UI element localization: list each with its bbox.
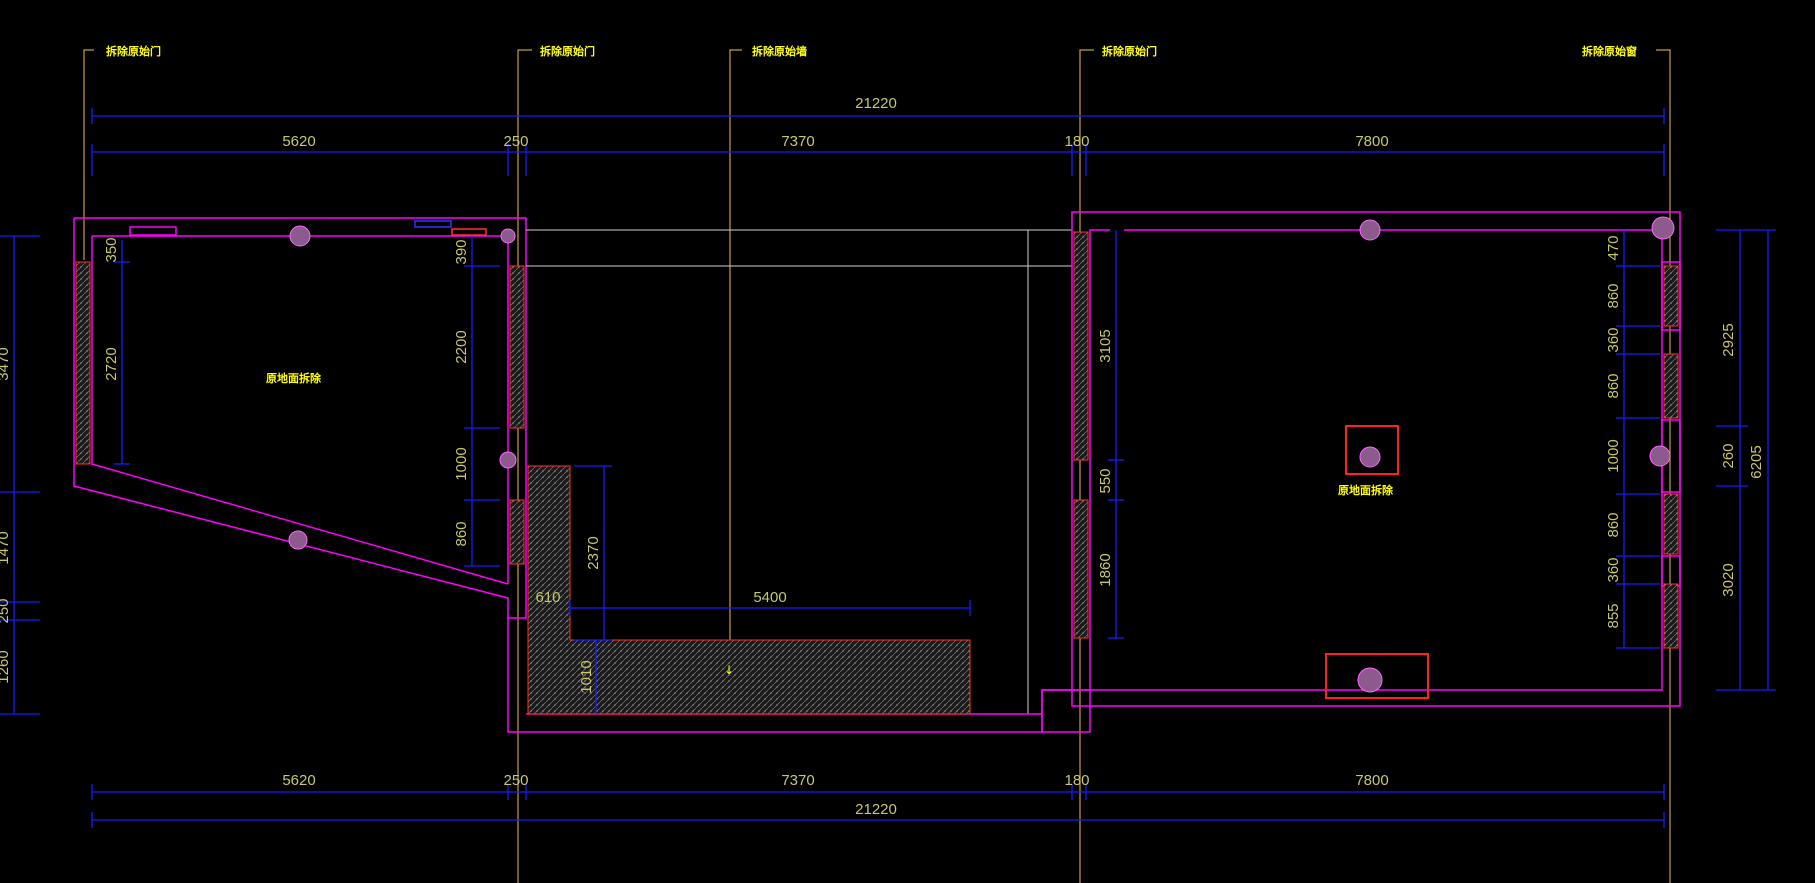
top-dimension-chain: 5620 250 7370 180 7800: [91, 133, 1665, 176]
highlight-box: [1345, 425, 1399, 475]
left-room-door-swing-3: [509, 499, 525, 565]
right-edge-dimensions: 2925 260 3020 6205: [1716, 229, 1776, 691]
dim-counter-corner: 610: [535, 589, 560, 606]
grid-label-1: 拆除原始门: [106, 44, 161, 58]
right-room-label: 原地面拆除: [1338, 483, 1394, 497]
dim-left-1: 3470: [0, 347, 12, 380]
bottom-dimension-chain: 5620 250 7370 180 7800: [91, 772, 1665, 800]
left-room-label: 原地面拆除: [266, 371, 322, 385]
right-room-door-swing-1: [1073, 231, 1089, 461]
bottom-dimension-total: 21220: [91, 801, 1665, 828]
highlight-box: [1325, 653, 1429, 699]
right-room-left-dimensions: 3105 550 1860: [1097, 230, 1124, 639]
dim-top-5: 7800: [1355, 133, 1388, 150]
dim-mid-2: 2200: [453, 330, 470, 363]
counter-dimensions: 2370 610 5400 1010: [535, 465, 971, 714]
dim-left-3: 250: [0, 598, 12, 623]
grid-label-2: 拆除原始门: [540, 44, 595, 58]
dim-right-right-5: 1000: [1605, 439, 1622, 472]
column-marker: [1359, 219, 1381, 241]
dim-left-room-1: 350: [103, 237, 120, 262]
dim-left-4: 1260: [0, 650, 12, 683]
dim-right-right-2: 860: [1605, 283, 1622, 308]
window-swing-3: [1663, 493, 1679, 555]
dim-mid-1: 390: [453, 239, 470, 264]
dim-right-right-4: 860: [1605, 373, 1622, 398]
left-room-door-swing-1: [75, 261, 91, 465]
column-marker: [289, 225, 311, 247]
left-edge-dimensions: 3470 1470 250 1260: [0, 235, 40, 715]
column-marker: [1651, 216, 1675, 240]
dim-right-left-1: 3105: [1097, 329, 1114, 362]
dim-right-right-6: 860: [1605, 512, 1622, 537]
dim-bottom-total: 21220: [855, 801, 897, 818]
dim-right-right-3: 360: [1605, 327, 1622, 352]
dim-left-2: 1470: [0, 531, 12, 564]
dim-bottom-2: 250: [503, 772, 528, 789]
counter-demolition-area: [527, 465, 971, 715]
right-room-right-dimensions: 470 860 360 860 1000 860 360 855: [1605, 230, 1660, 649]
section-marker-icon: ↓: [724, 663, 734, 677]
axis-lines: [83, 49, 1671, 883]
dim-mid-3: 1000: [453, 447, 470, 480]
dim-bottom-3: 7370: [781, 772, 814, 789]
dim-mid-4: 860: [453, 521, 470, 546]
column-marker: [499, 451, 517, 469]
dim-bottom-4: 180: [1064, 772, 1089, 789]
grid-label-4: 拆除原始门: [1102, 44, 1157, 58]
dim-bottom-1: 5620: [282, 772, 315, 789]
window-swing-2: [1663, 353, 1679, 419]
dim-counter-height: 2370: [585, 536, 602, 569]
dim-right-left-3: 1860: [1097, 553, 1114, 586]
top-dimension-total: 21220: [91, 95, 1665, 124]
grid-label-5: 拆除原始窗: [1582, 44, 1637, 58]
column-marker: [500, 228, 516, 244]
dim-bottom-5: 7800: [1355, 772, 1388, 789]
dim-left-room-2: 2720: [103, 347, 120, 380]
mid-wall-dimensions: 390 2200 1000 860: [453, 236, 500, 567]
dim-counter-depth: 1010: [578, 660, 595, 693]
right-room-door-swing-2: [1073, 499, 1089, 639]
dim-top-4: 180: [1064, 133, 1089, 150]
dim-right-edge-2: 260: [1720, 443, 1737, 468]
window-swing-1: [1663, 265, 1679, 327]
dim-top-3: 7370: [781, 133, 814, 150]
dim-right-edge-total: 6205: [1748, 445, 1765, 478]
dim-right-right-7: 360: [1605, 557, 1622, 582]
dim-right-edge-3: 3020: [1720, 563, 1737, 596]
dim-right-right-1: 470: [1605, 235, 1622, 260]
axis-annotations: 拆除原始门 拆除原始门 拆除原始墙 拆除原始门 拆除原始窗: [106, 44, 1637, 58]
grid-label-3: 拆除原始墙: [752, 44, 807, 58]
left-room-door-swing-2: [509, 265, 525, 429]
dim-top-1: 5620: [282, 133, 315, 150]
dim-counter-length: 5400: [753, 589, 786, 606]
column-marker: [288, 530, 308, 550]
column-marker: [1359, 446, 1381, 468]
window-swing-4: [1663, 583, 1679, 649]
dim-top-total: 21220: [855, 95, 897, 112]
column-marker: [1649, 445, 1671, 467]
dim-right-edge-1: 2925: [1720, 323, 1737, 356]
dim-top-2: 250: [503, 133, 528, 150]
left-room-walls: [73, 217, 527, 619]
dim-right-left-2: 550: [1097, 468, 1114, 493]
left-room-dimensions: 350 2720: [103, 237, 130, 465]
dim-right-right-8: 855: [1605, 603, 1622, 628]
column-marker: [1357, 667, 1383, 693]
